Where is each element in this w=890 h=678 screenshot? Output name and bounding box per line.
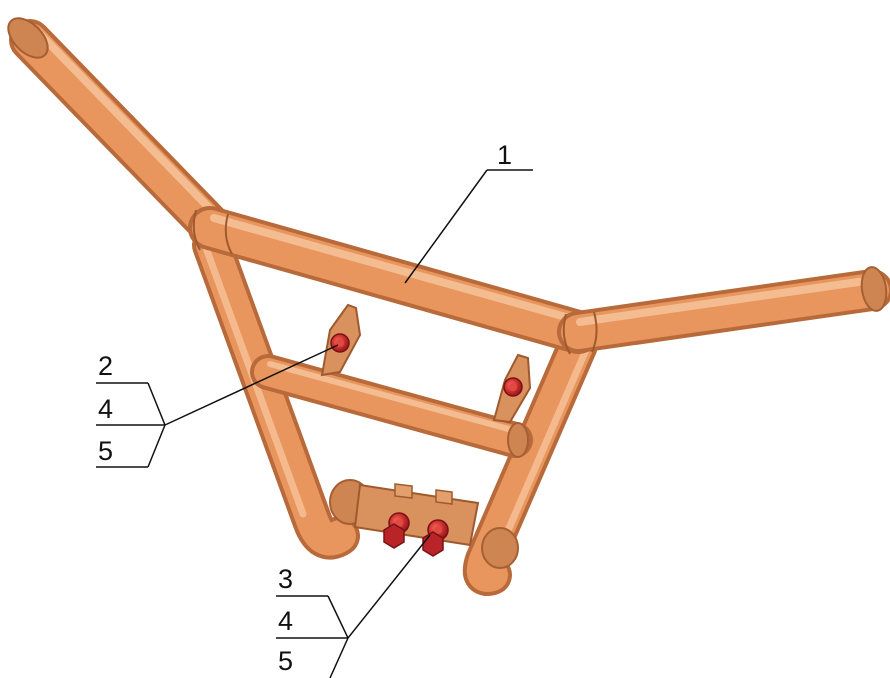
upper-left-bracket [320, 303, 362, 377]
handlebar-frame [7, 17, 890, 596]
upper-right-bracket [492, 353, 532, 424]
lower-bolts [383, 512, 449, 557]
lower-mounting-plate [353, 483, 480, 547]
callout-label-1: 1 [497, 140, 512, 170]
right-grip-end [860, 266, 888, 312]
callout-group-lower: 3 4 5 [276, 534, 431, 678]
callout-label-3: 3 [278, 564, 293, 594]
callout-label-2: 2 [98, 351, 113, 381]
callout-1: 1 [404, 140, 533, 284]
callout-label-5-upper: 5 [98, 436, 113, 466]
left-grip-end [7, 17, 49, 59]
right-tube-end [481, 527, 519, 569]
callout-label-4-lower: 4 [278, 606, 293, 636]
callout-label-4-upper: 4 [98, 394, 113, 424]
callout-group-upper: 2 4 5 [96, 344, 339, 468]
callout-label-5-lower: 5 [278, 646, 293, 676]
